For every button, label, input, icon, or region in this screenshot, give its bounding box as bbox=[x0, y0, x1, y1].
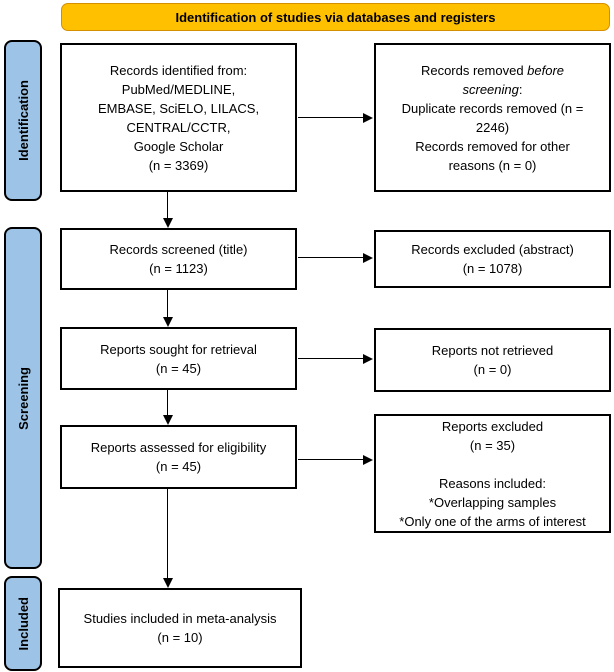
header-title: Identification of studies via databases … bbox=[175, 9, 496, 25]
box-line: Studies included in meta-analysis bbox=[83, 611, 277, 626]
stage-label-included: Included bbox=[4, 576, 42, 671]
box-line: *Only one of the arms of interest bbox=[399, 513, 586, 529]
arrow-assessed-to-included bbox=[162, 489, 174, 588]
box-line: Records removed for other reasons (n = 0… bbox=[415, 138, 570, 173]
box-line: (n = 3369) bbox=[148, 157, 209, 173]
box-line: Google Scholar bbox=[133, 138, 224, 154]
stage-label-screening-text: Screening bbox=[15, 366, 31, 430]
box-line: (n = 45) bbox=[155, 459, 202, 474]
arrow-head-down-icon bbox=[163, 218, 173, 228]
arrow-shaft bbox=[167, 192, 168, 220]
flow-box-records-removed-before-screening: Records removed before screening: Duplic… bbox=[374, 43, 611, 192]
flow-box-reports-assessed: Reports assessed for eligibility (n = 45… bbox=[60, 425, 297, 489]
arrow-shaft bbox=[298, 358, 365, 359]
arrow-head-down-icon bbox=[163, 415, 173, 425]
arrow-screened-to-sought bbox=[162, 290, 174, 327]
arrow-head-right-icon bbox=[363, 113, 373, 123]
box-line: *Overlapping samples bbox=[428, 494, 557, 510]
box-line: (n = 10) bbox=[157, 630, 203, 645]
flow-box-records-screened: Records screened (title) (n = 1123) bbox=[60, 228, 297, 290]
arrow-identified-to-screened bbox=[162, 192, 174, 228]
arrow-head-down-icon bbox=[163, 578, 173, 588]
arrow-head-right-icon bbox=[363, 354, 373, 364]
arrow-shaft bbox=[298, 117, 365, 118]
box-line: Reports excluded bbox=[441, 418, 544, 434]
box-line: Duplicate records removed (n = 2246) bbox=[401, 100, 584, 135]
box-line: Records removed bbox=[420, 62, 528, 78]
box-line: (n = 35) bbox=[469, 437, 516, 453]
stage-label-included-text: Included bbox=[15, 596, 31, 651]
box-text: Records removed before screening: bbox=[395, 61, 591, 99]
box-line: (n = 0) bbox=[473, 362, 512, 377]
box-line: Records identified from: bbox=[109, 62, 248, 78]
box-line: CENTRAL/CCTR, bbox=[126, 119, 231, 135]
arrow-head-right-icon bbox=[363, 455, 373, 465]
box-line-italic: before screening bbox=[462, 62, 565, 97]
arrow-shaft bbox=[298, 257, 365, 258]
box-line: Records excluded (abstract) bbox=[411, 242, 574, 257]
stage-label-screening: Screening bbox=[4, 227, 42, 569]
arrow-sought-to-not-retrieved bbox=[298, 353, 373, 365]
arrow-screened-to-excluded bbox=[298, 252, 373, 264]
arrow-sought-to-assessed bbox=[162, 390, 174, 425]
box-line: (n = 45) bbox=[155, 360, 202, 376]
box-line: Reasons included: bbox=[439, 475, 546, 491]
box-line: (n = 1078) bbox=[462, 261, 523, 276]
box-line: Reports sought for retrieval bbox=[100, 341, 257, 357]
stage-label-identification-text: Identification bbox=[15, 80, 31, 161]
arrow-shaft bbox=[167, 290, 168, 319]
box-line: Records screened (title) bbox=[109, 242, 248, 257]
box-line: EMBASE, SciELO, LILACS, bbox=[97, 100, 260, 116]
flow-box-reports-excluded: Reports excluded (n = 35) Reasons includ… bbox=[374, 414, 611, 533]
box-line: Reports not retrieved bbox=[431, 343, 554, 358]
header-banner: Identification of studies via databases … bbox=[61, 3, 610, 31]
stage-label-identification: Identification bbox=[4, 40, 42, 201]
arrow-shaft bbox=[167, 489, 168, 580]
flow-box-records-excluded-abstract: Records excluded (abstract) (n = 1078) bbox=[374, 230, 611, 288]
flow-box-studies-included: Studies included in meta-analysis (n = 1… bbox=[58, 588, 302, 668]
box-line: (n = 1123) bbox=[149, 261, 208, 276]
box-line: Reports assessed for eligibility bbox=[90, 440, 267, 455]
flow-box-reports-not-retrieved: Reports not retrieved (n = 0) bbox=[374, 328, 611, 392]
flow-box-reports-sought: Reports sought for retrieval (n = 45) bbox=[60, 327, 297, 390]
flow-box-records-identified: Records identified from: PubMed/MEDLINE,… bbox=[60, 43, 297, 192]
arrow-shaft bbox=[298, 459, 365, 460]
box-line: PubMed/MEDLINE, bbox=[121, 81, 236, 97]
blank-line bbox=[376, 455, 609, 474]
arrow-identified-to-removed bbox=[298, 112, 373, 124]
arrow-head-right-icon bbox=[363, 253, 373, 263]
arrow-shaft bbox=[167, 390, 168, 417]
arrow-head-down-icon bbox=[163, 317, 173, 327]
arrow-assessed-to-excluded bbox=[298, 454, 373, 466]
box-line: : bbox=[518, 81, 523, 97]
